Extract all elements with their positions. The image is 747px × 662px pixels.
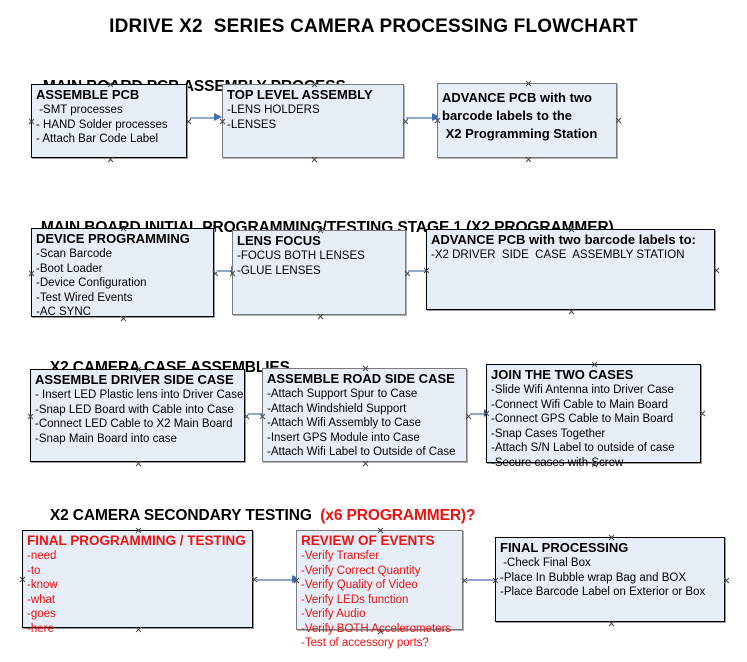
- connector-handle-top: [525, 80, 532, 87]
- connector-handle-bottom: [568, 308, 575, 315]
- node-line: -Attach Wifi Label to Outside of Case: [267, 446, 456, 458]
- node-title: ASSEMBLE DRIVER SIDE CASE: [35, 372, 234, 387]
- node-line: -LENS HOLDERS: [227, 104, 320, 116]
- connector-handle-left: [27, 413, 34, 420]
- node-line: -Verify Correct Quantity: [301, 564, 421, 577]
- connector-handle-right: [723, 577, 730, 584]
- node-title: JOIN THE TWO CASES: [491, 367, 634, 382]
- connector-handle-left: [19, 576, 26, 583]
- node-line: -Insert GPS Module into Case: [267, 431, 420, 444]
- node-line: -Place In Bubble wrap Bag and BOX: [500, 571, 687, 584]
- node-line: -LENSES: [227, 118, 277, 131]
- connector-handle-right: [615, 117, 622, 124]
- connector-handle-bottom: [135, 460, 142, 467]
- node-title: barcode labels to the: [442, 108, 573, 123]
- node-line: -Device Configuration: [36, 277, 147, 289]
- node-line: -AC SYNC: [36, 306, 91, 318]
- node-line: -to: [27, 564, 41, 577]
- node-title: X2 Programming Station: [442, 126, 598, 141]
- node-line: -Secure cases with Screw: [491, 456, 624, 469]
- node-join-the-two-cases[interactable]: JOIN THE TWO CASES -Slide Wifi Antenna i…: [486, 364, 701, 469]
- node-final-processing[interactable]: FINAL PROCESSING -Check Final Box -Place…: [495, 537, 725, 622]
- node-line: -Attach Support Spur to Case: [267, 388, 418, 400]
- node-line: -Connect GPS Cable to Main Board: [491, 413, 674, 425]
- connector-handle-bottom: [362, 460, 369, 467]
- node-line: -Connect LED Cable to X2 Main Board: [35, 418, 233, 430]
- node-title: REVIEW OF EVENTS: [301, 533, 435, 548]
- node-line: -Snap Main Board into case: [35, 432, 177, 445]
- connector-handle-bottom: [608, 620, 615, 627]
- node-line: -Slide Wifi Antenna into Driver Case: [491, 384, 674, 396]
- node-line: -FOCUS BOTH LENSES: [237, 250, 365, 262]
- node-device-programming[interactable]: DEVICE PROGRAMMING -Scan Barcode -Boot L…: [28, 228, 214, 318]
- node-title: LENS FOCUS: [237, 233, 321, 248]
- node-assemble-driver-side-case[interactable]: ASSEMBLE DRIVER SIDE CASE - Insert LED P…: [30, 369, 245, 462]
- node-line: -here: [27, 622, 54, 635]
- node-line: -Check Final Box: [500, 557, 591, 569]
- node-advance-pcb-to-programming-station[interactable]: ADVANCE PCB with two barcode labels to t…: [437, 83, 617, 158]
- node-line: -Place Barcode Label on Exterior or Box: [500, 586, 706, 598]
- connector-handle-left: [28, 118, 35, 125]
- section-heading-4-accent: (x6 PROGRAMMER)?: [320, 507, 476, 524]
- node-line-overflow: -Test of accessory ports?: [301, 637, 429, 649]
- node-line: - Attach Bar Code Label: [36, 133, 159, 145]
- node-top-level-assembly[interactable]: TOP LEVEL ASSEMBLY -LENS HOLDERS -LENSES: [222, 84, 404, 158]
- node-line: -SMT processes: [36, 104, 123, 116]
- node-line: -Connect Wifi Cable to Main Board: [491, 398, 669, 411]
- node-line: -Snap LED Board with Cable into Case: [35, 403, 234, 416]
- node-assemble-pcb[interactable]: ASSEMBLE PCB -SMT processes - HAND Solde…: [31, 84, 187, 158]
- node-line: -Attach Windshield Support: [267, 402, 407, 415]
- node-advance-pcb-to-driver-side-case[interactable]: ADVANCE PCB with two barcode labels to: …: [426, 229, 715, 310]
- node-title: FINAL PROCESSING: [500, 540, 629, 555]
- node-line: -GLUE LENSES: [237, 264, 321, 277]
- node-title: DEVICE PROGRAMMING: [36, 231, 190, 246]
- node-line: - Insert LED Plastic lens into Driver Ca…: [35, 389, 244, 401]
- page-title: IDRIVE X2 SERIES CAMERA PROCESSING FLOWC…: [109, 16, 638, 37]
- connector-handle-left: [28, 270, 35, 277]
- arrow-connector: [190, 113, 222, 122]
- node-line: -Test Wired Events: [36, 291, 133, 304]
- node-line: - HAND Solder processes: [36, 118, 168, 131]
- node-line: -Scan Barcode: [36, 248, 113, 260]
- node-line: -X2 DRIVER SIDE CASE ASSEMBLY STATION: [431, 249, 685, 261]
- connector-handle-right: [713, 267, 720, 274]
- node-line: -Verify Transfer: [301, 550, 379, 562]
- arrow-connector: [406, 113, 440, 122]
- connector-handle-bottom: [525, 156, 532, 163]
- node-line: -Verify LEDs function: [301, 593, 409, 606]
- node-line: -Snap Cases Together: [491, 427, 606, 440]
- node-line: -Verify Audio: [301, 608, 366, 620]
- node-line: -Verify Quality of Video: [301, 579, 418, 591]
- node-title: ADVANCE PCB with two barcode labels to:: [431, 232, 696, 247]
- node-line: -what: [27, 593, 56, 606]
- node-title: ASSEMBLE ROAD SIDE CASE: [267, 371, 455, 386]
- connector-handle-bottom: [107, 156, 114, 163]
- section-heading-4: X2 CAMERA SECONDARY TESTING (x6 PROGRAMM…: [33, 489, 476, 543]
- node-line: -Verify BOTH Accelerometers: [301, 622, 452, 635]
- node-assemble-road-side-case[interactable]: ASSEMBLE ROAD SIDE CASE -Attach Support …: [262, 368, 467, 462]
- section-heading-4-text: X2 CAMERA SECONDARY TESTING: [49, 507, 321, 524]
- node-line: -Attach Wifi Assembly to Case: [267, 417, 422, 429]
- node-title: ASSEMBLE PCB: [36, 87, 140, 102]
- connector-handle-right: [699, 410, 706, 417]
- node-title: ADVANCE PCB with two: [442, 90, 592, 105]
- node-review-of-events[interactable]: REVIEW OF EVENTS -Verify Transfer -Verif…: [296, 530, 463, 649]
- connector-handle-bottom: [311, 156, 318, 163]
- node-lens-focus[interactable]: LENS FOCUS -FOCUS BOTH LENSES -GLUE LENS…: [232, 230, 406, 315]
- node-title: FINAL PROGRAMMING / TESTING: [27, 533, 246, 548]
- node-line: -goes: [27, 608, 56, 620]
- node-line: -need: [27, 550, 57, 562]
- arrow-connector: [256, 575, 300, 584]
- node-line: -know: [27, 579, 58, 591]
- node-final-programming-testing[interactable]: FINAL PROGRAMMING / TESTING -need -to -k…: [19, 530, 253, 635]
- connector-handle-bottom: [317, 313, 324, 320]
- node-line: -Attach S/N Label to outside of case: [491, 442, 675, 454]
- node-title: TOP LEVEL ASSEMBLY: [227, 87, 373, 102]
- node-line: -Boot Loader: [36, 262, 103, 275]
